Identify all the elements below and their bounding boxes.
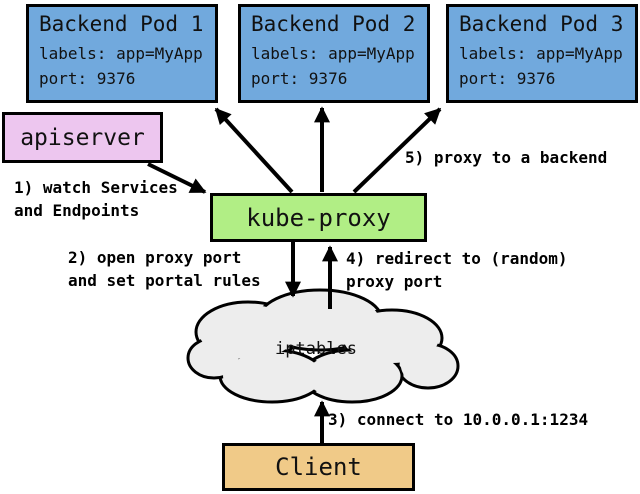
apiserver-label: apiserver [20, 124, 145, 151]
pod-port: port: 9376 [39, 69, 136, 88]
annotation-step4-redirect: 4) redirect to (random) proxy port [346, 249, 568, 291]
backend-pod-1-box: Backend Pod 1 labels: app=MyApp port: 93… [26, 4, 218, 103]
kube-proxy-box: kube-proxy [210, 193, 427, 242]
pod-port: port: 9376 [251, 69, 348, 88]
arrow-apiserver-to-kubeproxy [147, 162, 207, 194]
annotation-step1-watch-services: 1) watch Services and Endpoints [14, 178, 178, 220]
client-label: Client [275, 453, 362, 481]
pod-title: Backend Pod 3 [459, 12, 624, 36]
arrow-kubeproxy-to-pod1 [214, 107, 294, 194]
annotation-step2-open-proxy-port: 2) open proxy port and set portal rules [68, 248, 261, 290]
pod-title: Backend Pod 1 [39, 12, 204, 36]
kube-proxy-label: kube-proxy [246, 203, 391, 232]
backend-pod-2-box: Backend Pod 2 labels: app=MyApp port: 93… [238, 4, 430, 103]
backend-pod-3-box: Backend Pod 3 labels: app=MyApp port: 93… [446, 4, 638, 103]
apiserver-box: apiserver [2, 112, 163, 163]
pod-labels: labels: app=MyApp [459, 44, 623, 63]
iptables-label: iptables [275, 339, 357, 359]
client-box: Client [222, 443, 415, 491]
annotation-step3-connect: 3) connect to 10.0.0.1:1234 [328, 410, 589, 429]
iptables-cloud: iptables [186, 288, 460, 404]
pod-labels: labels: app=MyApp [39, 44, 203, 63]
annotation-step5-proxy-to-backend: 5) proxy to a backend [405, 148, 608, 167]
pod-title: Backend Pod 2 [251, 12, 416, 36]
pod-port: port: 9376 [459, 69, 556, 88]
pod-labels: labels: app=MyApp [251, 44, 415, 63]
arrow-kubeproxy-to-pod3 [352, 107, 442, 194]
